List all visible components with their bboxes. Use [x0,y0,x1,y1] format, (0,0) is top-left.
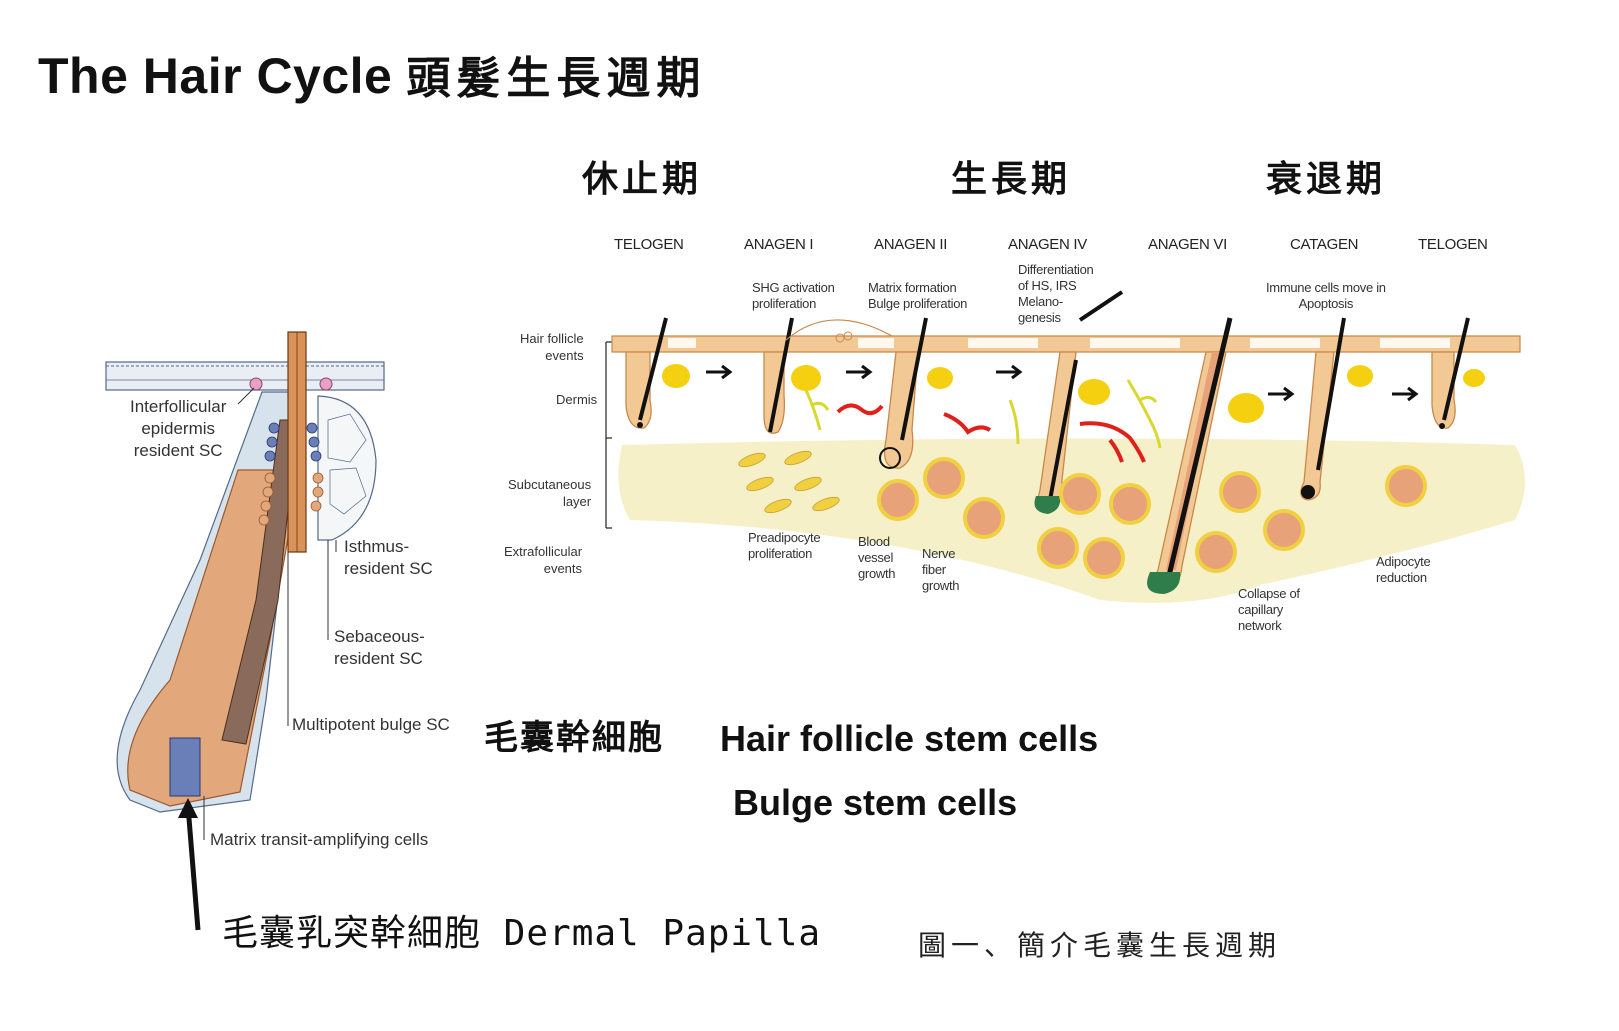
follicle-telogen-2 [1431,317,1485,429]
figure-caption: 圖一、簡介毛囊生長週期 [918,929,1282,962]
stage-anagen-6: ANAGEN VI [1148,236,1227,253]
bulge-stem-cells [264,422,322,462]
bulge-region [127,469,301,807]
phase-anagen-zh: 生長期 [951,158,1072,200]
epidermis-layer [105,361,385,391]
follicle-anagen-1 [763,317,830,434]
phase-telogen-zh: 休止期 [582,158,703,200]
follicle-telogen-1 [625,317,690,429]
dermal-papilla [169,737,201,797]
stage-telogen-1: TELOGEN [614,236,684,253]
stem-cells-en-bulge: Bulge stem cells [733,782,1018,823]
isthmus-cells [258,472,324,526]
adipocytes [877,457,1427,579]
stage-telogen-2: TELOGEN [1418,236,1488,253]
title-zh: 頭髮生長週期 [406,53,707,104]
label-sebaceous: Sebaceous-resident SC [334,627,425,668]
title-en: The Hair Cycle [38,48,393,104]
row-label-dermis: Dermis [556,392,598,407]
follicle-catagen [1300,317,1373,501]
page-title: The Hair Cycle 頭髮生長週期 [38,42,706,106]
subcutaneous-fat-layer [618,438,1525,603]
stage-anagen-1: ANAGEN I [744,236,814,253]
stage-catagen: CATAGEN [1290,236,1359,253]
label-matrix-cells: Matrix transit-amplifying cells [210,830,429,849]
stem-cells-en-hair-follicle: Hair follicle stem cells [720,718,1099,759]
label-multipotent-bulge: Multipotent bulge SC [292,715,450,734]
follicle-anagen-6 [1147,317,1264,594]
label-isthmus: Isthmus-resident SC [344,537,433,578]
stage-anagen-4: ANAGEN IV [1008,236,1087,253]
phase-catagen-zh: 衰退期 [1266,158,1387,200]
sebaceous-gland [317,395,377,541]
dermal-papilla-label: 毛囊乳突幹細胞 Dermal Papilla [222,913,822,954]
follicle-anagen-2 [836,317,953,469]
stage-anagen-2: ANAGEN II [874,236,948,253]
stem-cells-zh: 毛囊幹細胞 [484,718,664,758]
dermal-papilla-arrow [185,805,201,931]
preadipocytes [738,450,840,514]
